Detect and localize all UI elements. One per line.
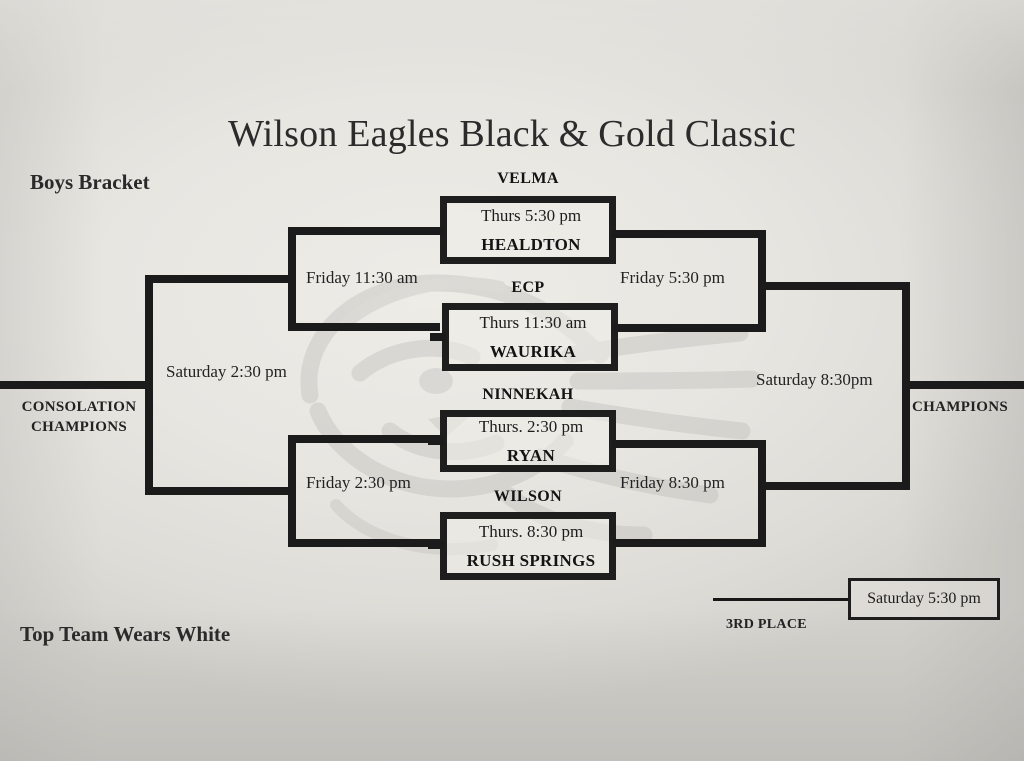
consolation-final-top-edge [145,275,295,283]
third-place-box[interactable]: Saturday 5:30 pm [848,578,1000,620]
quarterfinal-2-box[interactable]: Thurs 11:30 am WAURIKA [442,303,618,371]
semifinal-upper-time: Friday 5:30 pm [620,268,725,287]
consolation-lower-left-edge [288,435,296,547]
consolation-final-left-edge [145,275,153,495]
consolation-champions-line1: CONSOLATION [21,399,137,415]
page-title: Wilson Eagles Black & Gold Classic [228,113,796,155]
final-time: Saturday 8:30pm [756,370,873,389]
consolation-lower-time: Friday 2:30 pm [306,473,411,492]
semifinal-lower-bottom-edge [612,539,766,547]
semifinal-lower-time: Friday 8:30 pm [620,473,725,492]
consolation-upper-bottom-edge [288,323,440,331]
uniform-note: Top Team Wears White [20,622,231,646]
semifinal-upper-right-edge [758,230,766,332]
third-place-line [713,598,851,601]
consolation-upper-left-edge [288,227,296,331]
quarterfinal-4-time: Thurs. 8:30 pm [478,522,584,541]
qf2-left-stub [430,333,446,341]
final-top-edge [758,282,910,290]
quarterfinal-2-top-team: ECP [511,279,545,296]
quarterfinal-1-box[interactable]: Thurs 5:30 pm HEALDTON [440,196,616,264]
quarterfinal-2-bottom-team: WAURIKA [489,342,577,361]
consolation-champions-label: CONSOLATION CHAMPIONS [4,398,154,437]
final-bottom-edge [758,482,910,490]
consolation-output-line [0,381,152,389]
quarterfinal-4-bottom-team: RUSH SPRINGS [466,551,596,570]
consolation-lower-bottom-edge [288,539,440,547]
qf4-left-stub [428,541,444,549]
quarterfinal-1-bottom-team: HEALDTON [481,235,581,254]
bracket-type-label: Boys Bracket [30,170,150,194]
consolation-final-bottom-edge [145,487,295,495]
qf1-left-stub [430,227,444,235]
quarterfinal-1-time: Thurs 5:30 pm [480,206,582,225]
semifinal-lower-top-edge [612,440,766,448]
third-place-label: 3RD PLACE [726,617,807,632]
semifinal-upper-top-edge [612,230,766,238]
champions-label: CHAMPIONS [912,399,1009,415]
champions-output-line [902,381,1024,389]
consolation-champions-line2: CHAMPIONS [30,418,128,435]
quarterfinal-3-bottom-team: RYAN [506,446,556,465]
quarterfinal-4-box[interactable]: Thurs. 8:30 pm RUSH SPRINGS [440,512,616,580]
consolation-upper-time: Friday 11:30 am [306,268,418,287]
quarterfinal-2-time: Thurs 11:30 am [479,313,587,332]
quarterfinal-1-top-team: VELMA [497,170,559,187]
quarterfinal-3-box[interactable]: Thurs. 2:30 pm RYAN [440,410,616,472]
consolation-final-time: Saturday 2:30 pm [166,362,287,381]
third-place-time: Saturday 5:30 pm [867,590,981,607]
quarterfinal-3-top-team: NINNEKAH [482,386,574,403]
consolation-upper-top-edge [288,227,440,235]
quarterfinal-4-top-team: WILSON [493,488,563,505]
semifinal-upper-bottom-edge [612,324,766,332]
semifinal-lower-right-edge [758,440,766,547]
quarterfinal-3-time: Thurs. 2:30 pm [478,417,584,436]
qf3-left-stub [428,437,444,445]
consolation-lower-top-edge [288,435,440,443]
